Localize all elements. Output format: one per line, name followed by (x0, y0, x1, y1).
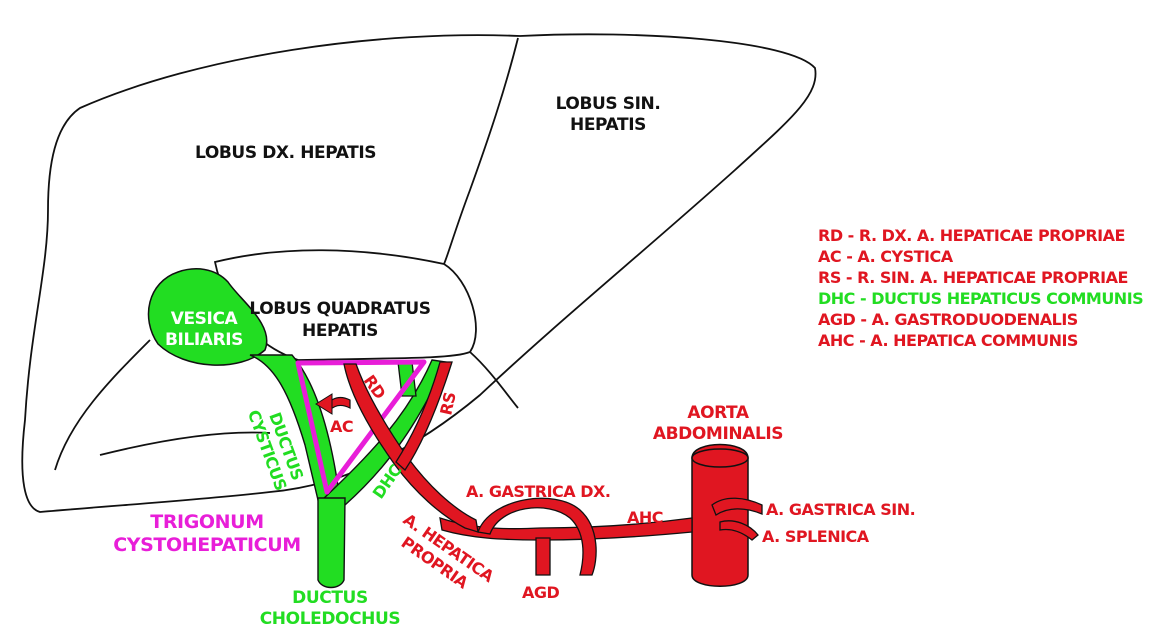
label-ahc: AHC (627, 508, 663, 527)
label-vesica-line2: BILIARIS (165, 330, 243, 350)
label-a-splenica: A. SPLENICA (762, 527, 870, 546)
legend-item-rd: RD - R. DX. A. HEPATICAE PROPRIAE (818, 226, 1125, 245)
label-lobus-quadratus-line1: LOBUS QUADRATUS (249, 299, 430, 319)
ductus-choledochus-shape (318, 498, 345, 588)
legend: RD - R. DX. A. HEPATICAE PROPRIAE AC - A… (818, 226, 1143, 350)
a-gastroduodenalis-shape (536, 538, 550, 575)
label-a-gastrica-sin: A. GASTRICA SIN. (766, 500, 915, 519)
label-trigonum-line1: TRIGONUM (150, 511, 263, 533)
label-vesica-line1: VESICA (171, 309, 239, 329)
label-aorta-line1: AORTA (687, 403, 750, 423)
aorta-top-ellipse (692, 449, 748, 467)
label-agd: AGD (522, 583, 560, 602)
legend-item-dhc: DHC - DUCTUS HEPATICUS COMMUNIS (818, 289, 1143, 308)
label-lobus-sin-line2: HEPATIS (570, 115, 646, 135)
legend-item-ac: AC - A. CYSTICA (818, 247, 954, 266)
label-lobus-dx: LOBUS DX. HEPATIS (195, 143, 376, 163)
label-ductus-choledochus-line2: CHOLEDOCHUS (260, 609, 401, 629)
label-a-gastrica-dx: A. GASTRICA DX. (466, 482, 610, 501)
label-aorta-line2: ABDOMINALIS (653, 424, 783, 444)
label-ductus-choledochus-line1: DUCTUS (292, 588, 368, 608)
label-lobus-sin-line1: LOBUS SIN. (556, 94, 661, 114)
legend-item-agd: AGD - A. GASTRODUODENALIS (818, 310, 1078, 329)
label-lobus-quadratus-line2: HEPATIS (302, 321, 378, 341)
legend-item-rs: RS - R. SIN. A. HEPATICAE PROPRIAE (818, 268, 1128, 287)
label-trigonum-line2: CYSTOHEPATICUM (113, 534, 301, 556)
legend-item-ahc: AHC - A. HEPATICA COMMUNIS (818, 331, 1078, 350)
label-ac: AC (330, 417, 353, 436)
